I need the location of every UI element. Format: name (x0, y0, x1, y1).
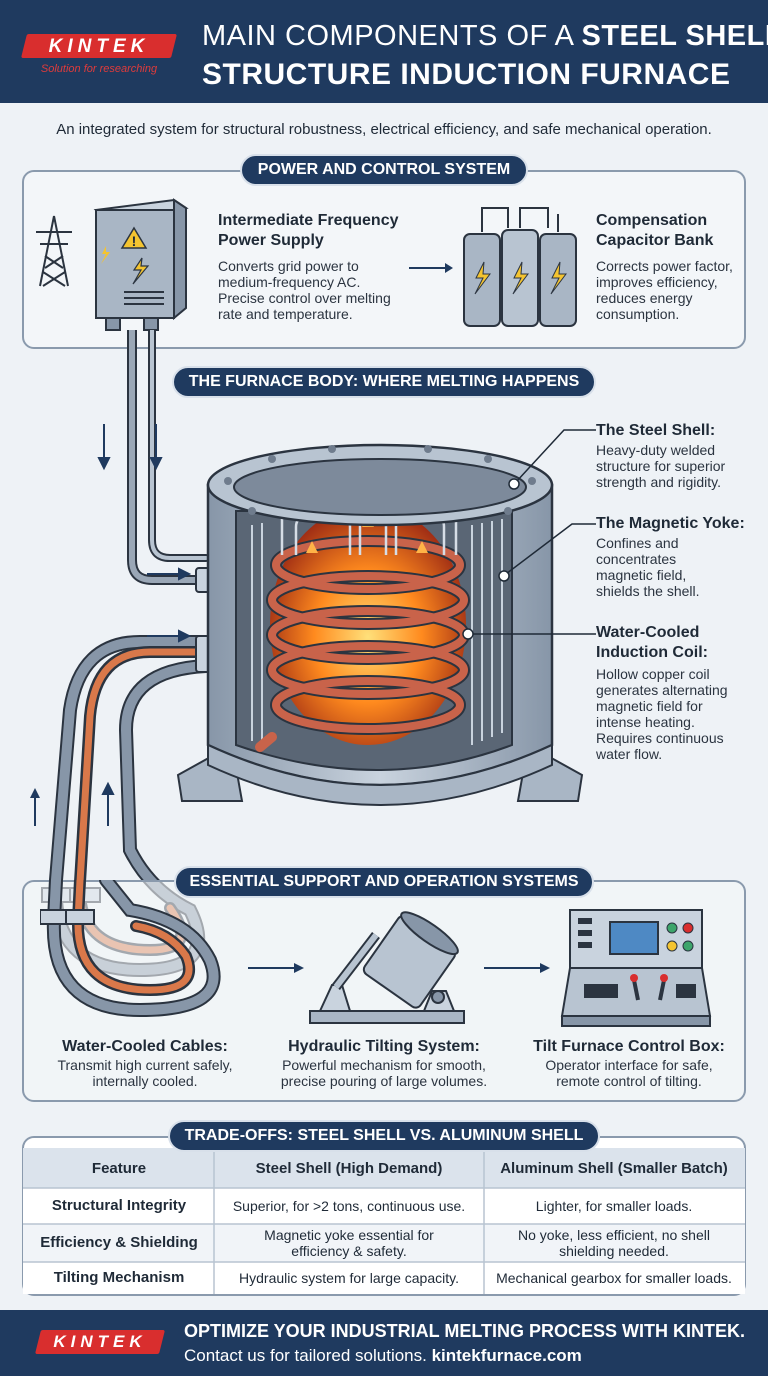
page-title-line1: MAIN COMPONENTS OF A STEEL SHELL (202, 20, 768, 52)
table-header-aluminum: Aluminum Shell (Smaller Batch) (500, 1160, 728, 1177)
svg-text:!: ! (132, 233, 137, 249)
power-section-heading: POWER AND CONTROL SYSTEM (240, 154, 528, 186)
capacitor-bank-icon (463, 207, 577, 327)
flow-arrow-up-icon (30, 788, 40, 826)
arrow-right-icon (484, 963, 550, 973)
steel-shell-title: The Steel Shell: (596, 422, 716, 439)
control-box-desc: Operator interface for safe,remote contr… (545, 1057, 713, 1089)
support-section-heading: ESSENTIAL SUPPORT AND OPERATION SYSTEMS (174, 866, 594, 898)
water-cooled-cables-icon (40, 880, 221, 1018)
tradeoffs-table-grid (23, 1148, 745, 1294)
intro-text: An integrated system for structural robu… (56, 121, 712, 138)
table-cell: No yoke, less efficient, no shell shield… (518, 1227, 710, 1259)
arrow-right-icon (409, 263, 453, 273)
magnetic-yoke-title: The Magnetic Yoke: (596, 515, 745, 532)
control-box-title: Tilt Furnace Control Box: (533, 1038, 725, 1055)
power-pylon-icon (36, 215, 72, 287)
hydraulic-title: Hydraulic Tilting System: (288, 1038, 480, 1055)
footer-logo-text: KINTEK (53, 1332, 147, 1351)
table-row-feature: Efficiency & Shielding (40, 1234, 198, 1251)
arrow-right-icon (248, 963, 304, 973)
power-cabinet-icon: ! (93, 198, 189, 331)
cables-title: Water-Cooled Cables: (62, 1038, 228, 1055)
callout-leaders (462, 429, 596, 640)
furnace-section-heading: THE FURNACE BODY: WHERE MELTING HAPPENS (172, 366, 596, 398)
flow-arrows-icon (97, 424, 192, 826)
table-cell: Mechanical gearbox for smaller loads. (496, 1270, 732, 1286)
hydraulic-tilting-icon (309, 911, 465, 1024)
furnace-body-diagram (176, 443, 584, 806)
footer-website-link[interactable]: kintekfurnace.com (431, 1346, 582, 1365)
table-row-feature: Structural Integrity (51, 1197, 187, 1214)
page-title-line2: STRUCTURE INDUCTION FURNACE (202, 58, 731, 91)
logo-tagline: Solution for researching (40, 63, 158, 75)
capacitor-bank-desc: Corrects power factor,improves efficienc… (596, 258, 733, 322)
table-header-steel: Steel Shell (High Demand) (255, 1160, 443, 1177)
tradeoffs-section-heading: TRADE-OFFS: STEEL SHELL VS. ALUMINUM SHE… (168, 1120, 600, 1152)
footer-contact: Contact us for tailored solutions. kinte… (184, 1346, 582, 1365)
hydraulic-desc: Powerful mechanism for smooth,precise po… (280, 1057, 488, 1089)
table-header-feature: Feature (91, 1160, 147, 1177)
table-cell: Lighter, for smaller loads. (535, 1198, 693, 1214)
kintek-logo-text: KINTEK (48, 36, 150, 57)
table-cell: Magnetic yoke essential for efficiency &… (264, 1227, 434, 1259)
tilt-control-box-icon (560, 909, 712, 1027)
table-cell: Superior, for >2 tons, continuous use. (232, 1198, 466, 1214)
table-row-feature: Tilting Mechanism (53, 1269, 185, 1286)
footer-cta: OPTIMIZE YOUR INDUSTRIAL MELTING PROCESS… (184, 1321, 746, 1341)
cables-desc: Transmit high current safely,internally … (57, 1057, 233, 1089)
table-cell: Hydraulic system for large capacity. (239, 1270, 459, 1286)
